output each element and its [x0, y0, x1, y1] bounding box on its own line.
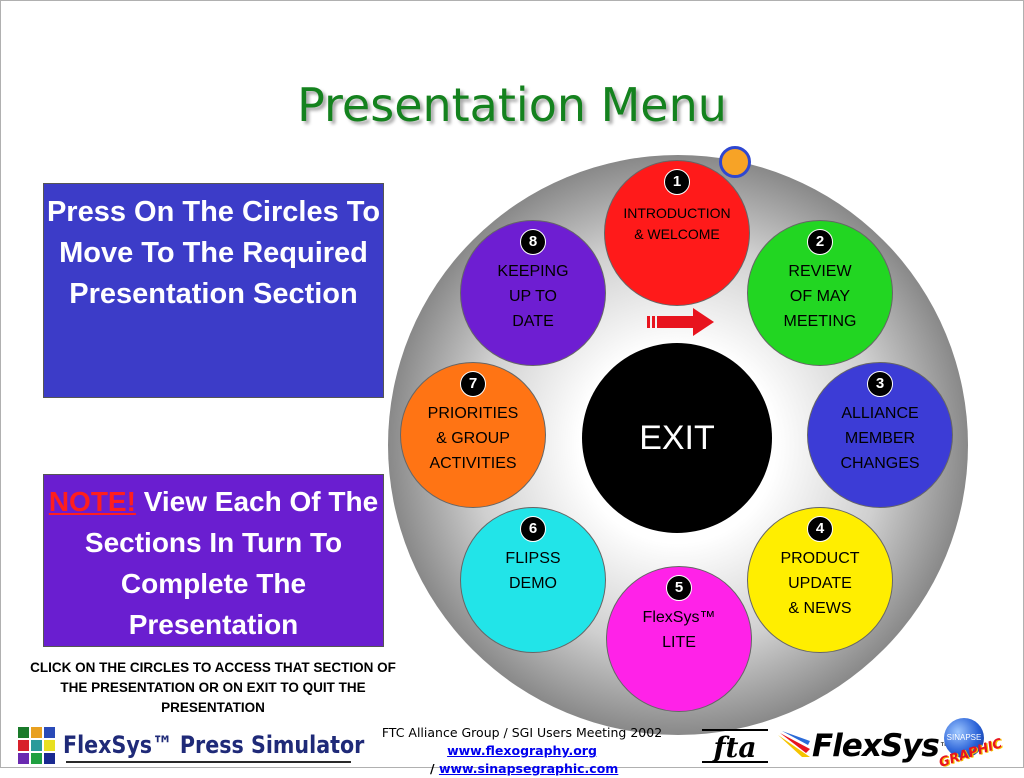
section-label: ALLIANCE MEMBER CHANGES: [840, 405, 920, 472]
fta-logo: fta: [702, 729, 768, 764]
flexsys-logo-text: FlexSys: [812, 728, 940, 764]
footer-links: www.flexography.org / www.sinapsegraphic…: [352, 742, 692, 778]
section-circle-2[interactable]: 2 REVIEW OF MAY MEETING: [747, 220, 893, 366]
section-circle-4[interactable]: 4 PRODUCT UPDATE & NEWS: [747, 507, 893, 653]
flexsys-logo: FlexSys™: [776, 726, 950, 766]
section-label: PRIORITIES & GROUP ACTIVITIES: [427, 405, 519, 472]
globe-icon: SINAPSE: [944, 718, 984, 758]
section-number-badge: 7: [460, 371, 486, 397]
logo-underline: [66, 761, 351, 763]
section-label: PRODUCT UPDATE & NEWS: [780, 550, 860, 617]
section-number-badge: 4: [807, 516, 833, 542]
section-circle-6[interactable]: 6 FLIPSS DEMO: [460, 507, 606, 653]
bottom-instructions: CLICK ON THE CIRCLES TO ACCESS THAT SECT…: [30, 660, 396, 715]
section-number-badge: 2: [807, 229, 833, 255]
section-number-badge: 6: [520, 516, 546, 542]
section-label: REVIEW OF MAY MEETING: [783, 263, 857, 330]
section-label: KEEPING UP TO DATE: [497, 263, 569, 330]
flexsys-swoosh-icon: [778, 731, 810, 757]
logo-grid-icon: [18, 726, 55, 764]
section-number-badge: 5: [666, 575, 692, 601]
footer-info: FTC Alliance Group / SGI Users Meeting 2…: [352, 724, 692, 778]
meeting-text: FTC Alliance Group / SGI Users Meeting 2…: [381, 725, 663, 740]
section-number-badge: 1: [664, 169, 690, 195]
flexography-link[interactable]: www.flexography.org: [447, 743, 597, 758]
logo-text: FlexSys™ Press Simulator: [63, 731, 365, 759]
section-number-badge: 8: [520, 229, 546, 255]
exit-button[interactable]: EXIT: [582, 343, 772, 533]
section-number-badge: 3: [867, 371, 893, 397]
note-label: NOTE!: [48, 486, 136, 517]
orange-dot-marker: [719, 146, 751, 178]
section-circle-5[interactable]: 5 FlexSys™ LITE: [606, 566, 752, 712]
section-circle-3[interactable]: 3 ALLIANCE MEMBER CHANGES: [807, 362, 953, 508]
section-circle-7[interactable]: 7 PRIORITIES & GROUP ACTIVITIES: [400, 362, 546, 508]
section-circle-1[interactable]: 1 INTRODUCTION & WELCOME: [604, 160, 750, 306]
link-separator: /: [425, 761, 439, 776]
section-label: INTRODUCTION & WELCOME: [623, 205, 731, 242]
flexsys-press-simulator-logo: FlexSys™ Press Simulator: [18, 726, 413, 764]
instruction-box: Press On The Circles To Move To The Requ…: [43, 183, 384, 398]
section-label: FlexSys™ LITE: [642, 609, 716, 651]
page-title: Presentation Menu: [297, 78, 727, 132]
arrow-right-icon: [647, 308, 714, 336]
sinapsegraphic-link[interactable]: www.sinapsegraphic.com: [438, 761, 619, 776]
note-box: NOTE! View Each Of The Sections In Turn …: [43, 474, 384, 647]
sinapse-graphic-logo: SINAPSE GRAPHIC: [936, 718, 1012, 771]
note-text: View Each Of The Sections In Turn To Com…: [84, 486, 379, 640]
section-label: FLIPSS DEMO: [505, 550, 561, 592]
section-circle-8[interactable]: 8 KEEPING UP TO DATE: [460, 220, 606, 366]
